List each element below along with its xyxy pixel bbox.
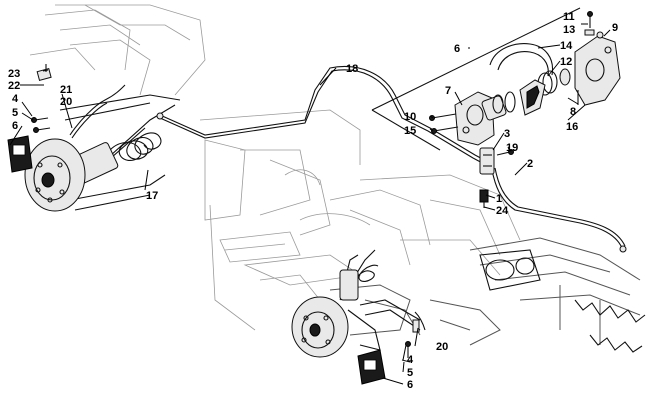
front-right-suspension (339, 249, 421, 331)
callout-5-lower: 5 (407, 367, 413, 379)
front-right-hub (291, 296, 381, 358)
front-right-brake-hose (412, 311, 426, 333)
callout-9: 9 (612, 22, 618, 34)
caliper-housing (574, 35, 621, 106)
callout-4-lower: 4 (407, 354, 414, 366)
callout-13: 13 (563, 24, 575, 36)
callout-4-upper: 4 (12, 93, 19, 105)
callout-6-exploded: 6 (454, 43, 460, 55)
callout-3: 3 (504, 128, 510, 140)
callout-19: 19 (506, 142, 518, 154)
callout-8: 8 (570, 106, 576, 118)
spring-bushing (559, 68, 571, 86)
callout-14: 14 (560, 40, 573, 52)
callout-16: 16 (566, 121, 578, 133)
rear-brake-line (491, 167, 627, 253)
callout-12: 12 (560, 56, 572, 68)
callout-20-lower: 20 (436, 341, 448, 353)
leader-lines (9, 23, 611, 385)
callout-10: 10 (404, 111, 416, 123)
callout-5-upper: 5 (12, 107, 18, 119)
front-left-hub (24, 138, 86, 212)
callout-23: 23 (8, 68, 20, 80)
seal-kit-bracket (489, 43, 554, 77)
callout-11: 11 (563, 11, 575, 23)
callout-2: 2 (527, 158, 533, 170)
front-left-caliper-bolts (31, 117, 51, 133)
front-left-brake-caliper (7, 135, 33, 173)
brake-junction-block (479, 147, 495, 175)
bleeder-screw (584, 11, 595, 36)
brake-pads (519, 79, 546, 116)
front-right-brake-caliper (357, 349, 386, 385)
callout-24: 24 (496, 205, 509, 217)
brake-line-clip (36, 64, 52, 81)
callout-18: 18 (346, 63, 358, 75)
brake-light-switch (479, 189, 489, 208)
callout-17: 17 (146, 190, 158, 202)
callout-7: 7 (445, 85, 451, 97)
callout-20-upper: 20 (60, 96, 72, 108)
front-left-brake-hose (69, 84, 126, 139)
callout-1: 1 (496, 193, 502, 205)
callout-15: 15 (404, 125, 416, 137)
callout-6-upper: 6 (12, 120, 18, 132)
bleeder-cap (596, 31, 604, 39)
callout-22: 22 (8, 80, 20, 92)
master-cylinder-bolts (429, 113, 459, 134)
callout-6-lower: 6 (407, 379, 413, 391)
front-brake-line (156, 66, 494, 168)
front-right-caliper-bolts (401, 341, 411, 363)
vehicle-frame-outline (29, 4, 646, 353)
callout-21: 21 (60, 84, 72, 96)
piston (481, 94, 507, 121)
exploded-view-border (371, 7, 581, 151)
callout-labels: 23 22 21 20 4 5 6 17 18 6 7 10 15 3 19 2… (8, 11, 618, 391)
